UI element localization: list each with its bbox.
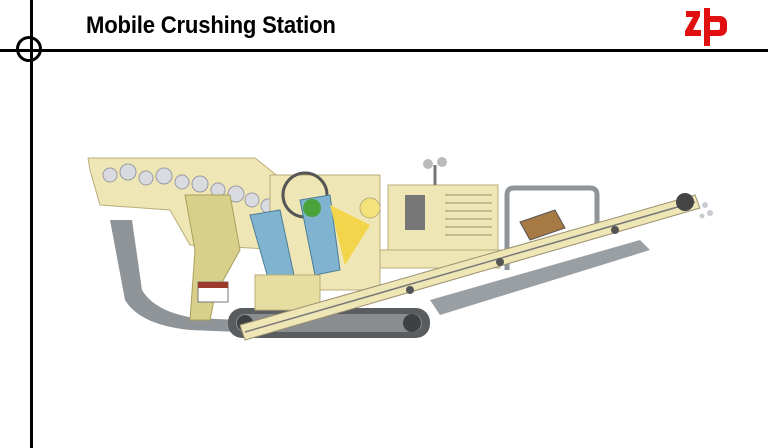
magnetic-separator — [519, 209, 566, 241]
company-logo — [685, 8, 727, 46]
chassis-frame — [110, 220, 240, 332]
mobile-crusher-illustration — [87, 157, 713, 341]
horizontal-rule — [0, 49, 768, 52]
vertical-rule — [30, 0, 33, 448]
slide-title: Mobile Crushing Station — [86, 12, 336, 39]
discharge-chute — [254, 274, 321, 311]
rear-support — [430, 240, 650, 315]
magnet-frame — [504, 185, 600, 270]
crosshair-circle-icon — [16, 36, 42, 62]
